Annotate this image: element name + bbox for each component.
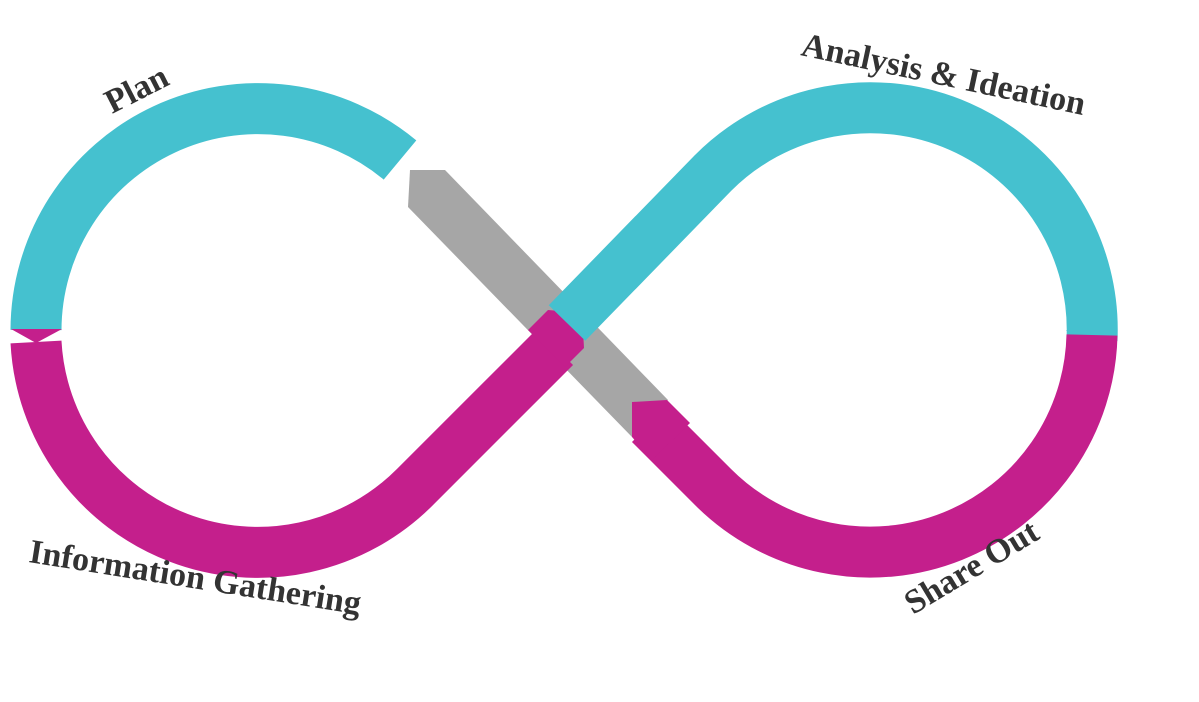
- plan-arrow-notch: [11, 329, 62, 343]
- share-out-arrowhead: [632, 400, 690, 460]
- plan-segment: [10, 83, 417, 331]
- analysis-ideation-segment: [548, 82, 1118, 342]
- information-gathering-segment: [10, 328, 574, 578]
- share-out-segment: [631, 334, 1118, 578]
- gray-connector-segment: [408, 170, 668, 437]
